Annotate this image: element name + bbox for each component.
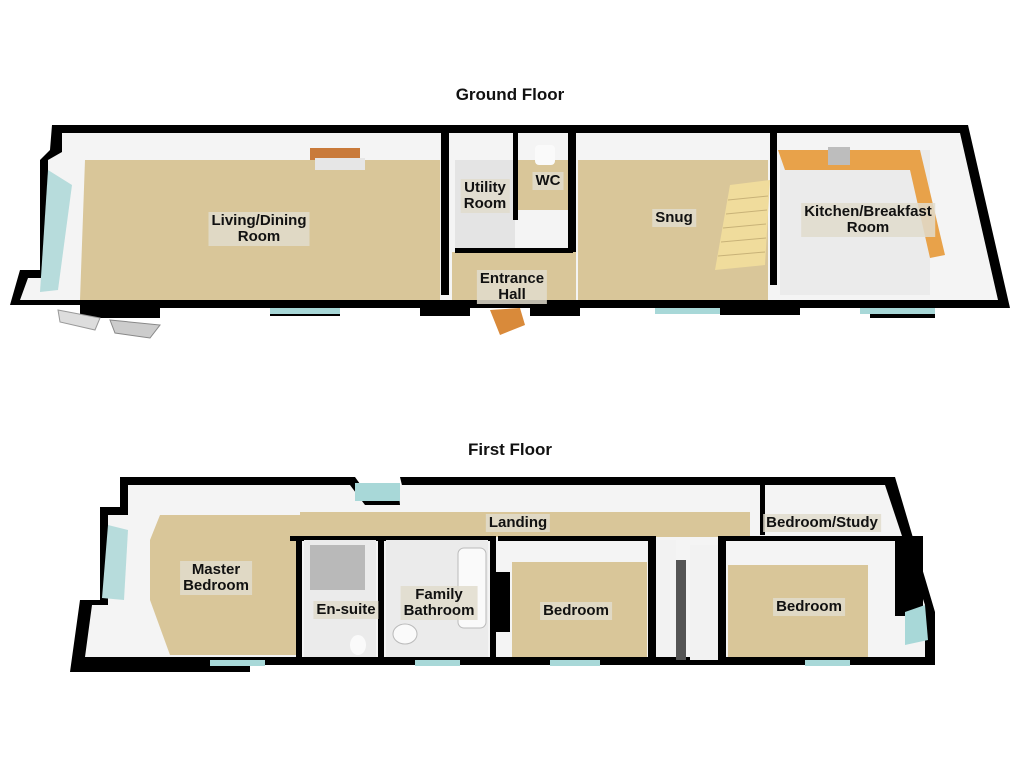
ground-floor-plan <box>10 125 1010 339</box>
room-name: En-suite <box>316 601 376 618</box>
front-door-icon <box>490 308 525 335</box>
room-name: Snug <box>655 209 693 226</box>
ground-floor-title: Ground Floor <box>455 85 565 104</box>
room-label-living-dining: Living/Dining Room <box>208 212 310 246</box>
room-name: Bedroom <box>543 602 609 619</box>
stairs-icon <box>715 180 770 270</box>
room-name: Entrance <box>479 270 545 287</box>
room-name: Landing <box>488 514 548 531</box>
room-label-utility: Utility Room <box>460 179 510 213</box>
room-label-bedroom-study: Bedroom/Study <box>763 514 881 532</box>
first-floor-plan <box>70 477 935 672</box>
room-label-snug: Snug <box>652 209 696 227</box>
sink-icon <box>828 147 850 165</box>
room-name-line2: Bathroom <box>403 602 475 619</box>
room-label-bedroom-1: Bedroom <box>540 602 612 620</box>
room-name: Kitchen/Breakfast <box>804 203 932 220</box>
room-name: Bedroom <box>776 598 842 615</box>
room-label-family-bathroom: Family Bathroom <box>400 586 478 620</box>
fireplace-icon <box>310 148 360 160</box>
room-name-line2: Room <box>237 228 281 245</box>
room-name-line2: Hall <box>498 286 526 303</box>
room-label-entrance-hall: Entrance Hall <box>476 270 548 304</box>
room-label-wc: WC <box>532 172 564 190</box>
room-name: Family <box>415 586 463 603</box>
shower-icon <box>310 545 365 590</box>
room-name: Living/Dining <box>211 212 307 229</box>
room-label-en-suite: En-suite <box>313 601 379 619</box>
room-label-kitchen: Kitchen/Breakfast Room <box>801 203 935 237</box>
room-name-line2: Room <box>846 219 890 236</box>
room-name: Utility <box>464 179 506 196</box>
bathroom-toilet-icon <box>392 623 418 645</box>
room-label-bedroom-2: Bedroom <box>773 598 845 616</box>
room-name: WC <box>535 172 561 189</box>
toilet-icon <box>535 145 555 165</box>
room-label-landing: Landing <box>485 514 551 532</box>
room-label-master-bedroom: Master Bedroom <box>180 561 252 595</box>
first-floor-title: First Floor <box>467 440 553 459</box>
room-name-line2: Bedroom <box>183 577 249 594</box>
kitchen-worktop <box>778 150 945 258</box>
room-name: Bedroom/Study <box>766 514 878 531</box>
room-name-line2: Room <box>463 195 507 212</box>
ensuite-toilet-icon <box>350 635 366 655</box>
room-name: Master <box>191 561 241 578</box>
